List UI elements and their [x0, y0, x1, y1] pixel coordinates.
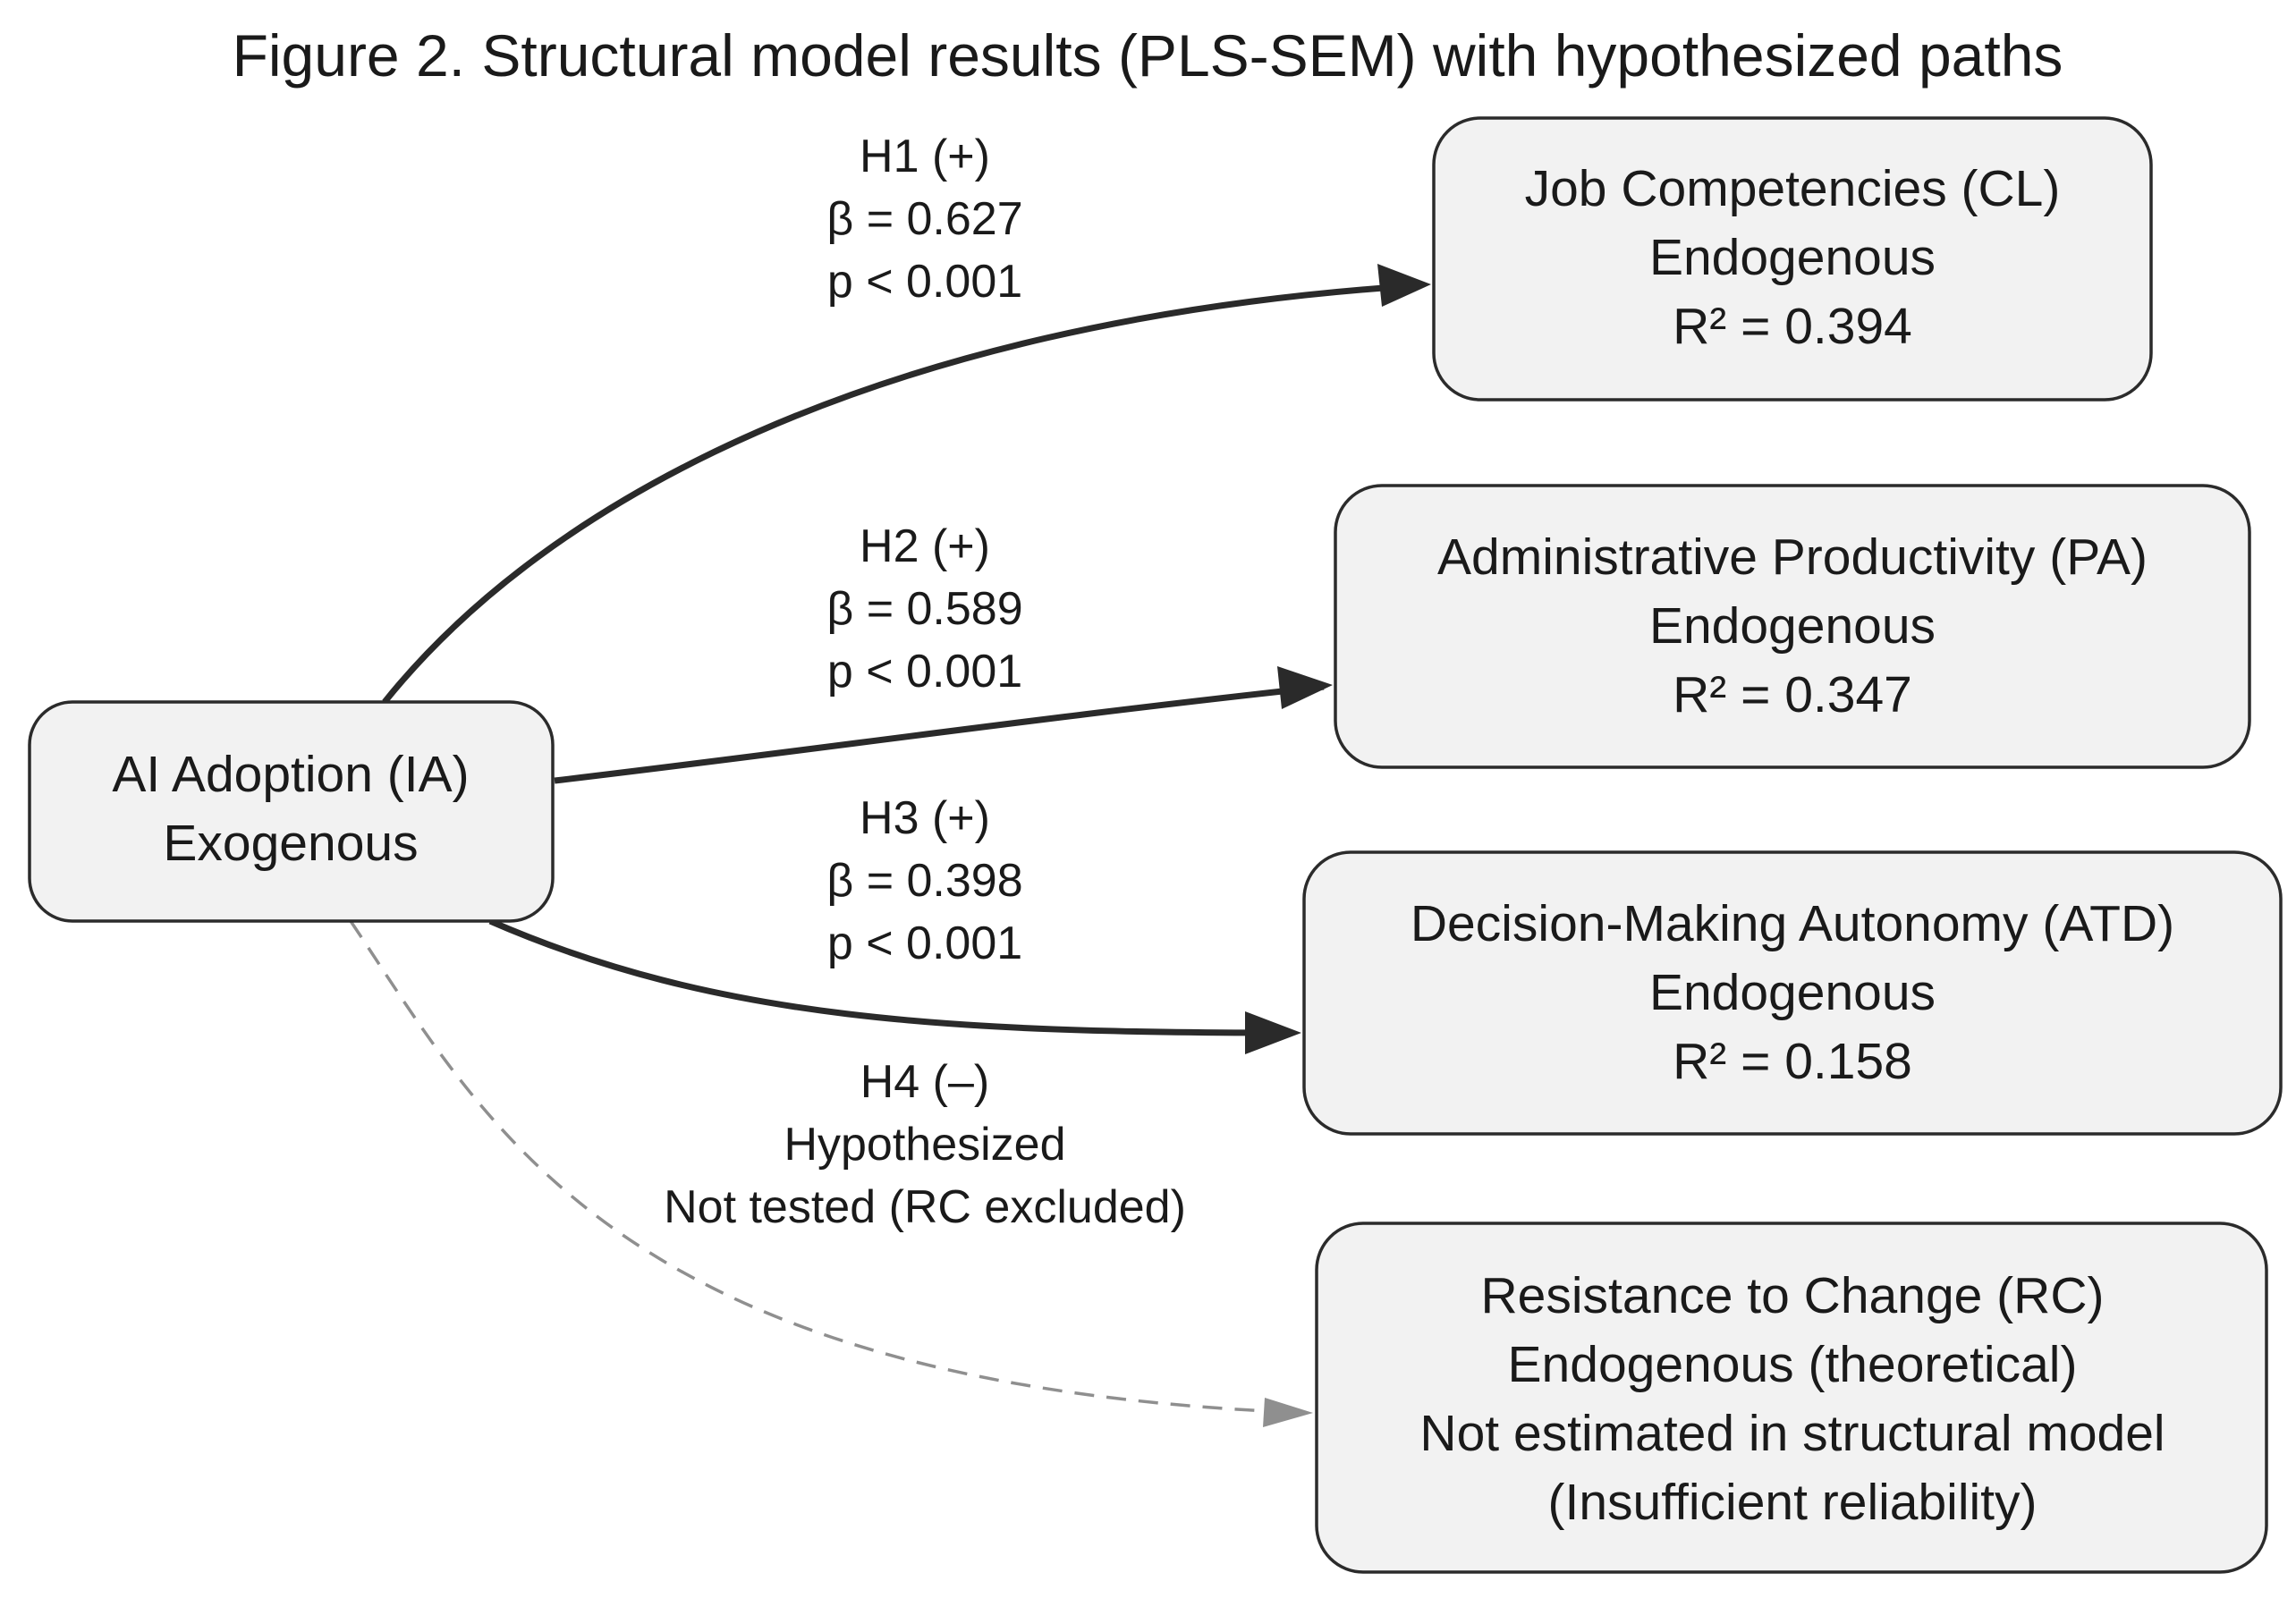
edge-label-h1-line-1: H1 (+)	[860, 131, 990, 182]
node-resistance-to-change-line-4: (Insufficient reliability)	[1548, 1474, 2038, 1531]
edge-label-h3-line-2: β = 0.398	[826, 855, 1022, 907]
node-job-competencies-line-2: Endogenous	[1649, 229, 1936, 286]
node-ai-adoption-box	[28, 700, 555, 923]
node-decision-making-autonomy-line-1: Decision-Making Autonomy (ATD)	[1411, 895, 2174, 952]
arrowhead-h4	[1263, 1398, 1313, 1427]
node-administrative-productivity-line-3: R² = 0.347	[1673, 666, 1912, 723]
node-ai-adoption-line-1: AI Adoption (IA)	[112, 746, 469, 803]
edge-label-h2: H2 (+) β = 0.589 p < 0.001	[826, 520, 1022, 698]
arrowhead-h2	[1277, 666, 1333, 709]
node-job-competencies-line-1: Job Competencies (CL)	[1525, 160, 2061, 217]
edge-label-h4-line-2: Hypothesized	[784, 1119, 1065, 1171]
node-resistance-to-change-box	[1315, 1222, 2268, 1574]
edge-label-h1-line-3: p < 0.001	[827, 256, 1022, 308]
edge-h3-ia-to-atd	[488, 917, 1293, 1036]
edge-label-h1-line-2: β = 0.627	[826, 193, 1022, 245]
edge-h1-ia-to-cl	[382, 283, 1410, 705]
edge-label-h3: H3 (+) β = 0.398 p < 0.001	[826, 792, 1022, 969]
node-resistance-to-change-line-1: Resistance to Change (RC)	[1481, 1267, 2105, 1324]
node-ai-adoption-line-2: Exogenous	[163, 815, 418, 872]
edge-h2-ia-to-pa	[554, 683, 1325, 784]
arrowhead-h3	[1245, 1011, 1301, 1054]
edge-label-h3-line-3: p < 0.001	[827, 917, 1022, 969]
node-job-competencies: Job Competencies (CL) Endogenous R² = 0.…	[1432, 116, 2153, 402]
figure-title: Figure 2. Structural model results (PLS-…	[233, 22, 2063, 89]
node-decision-making-autonomy: Decision-Making Autonomy (ATD) Endogenou…	[1302, 850, 2283, 1136]
edge-label-h2-line-1: H2 (+)	[860, 520, 990, 572]
node-administrative-productivity-line-1: Administrative Productivity (PA)	[1437, 528, 2148, 586]
node-administrative-productivity: Administrative Productivity (PA) Endogen…	[1334, 484, 2251, 769]
edge-label-h4: H4 (–) Hypothesized Not tested (RC exclu…	[664, 1056, 1186, 1233]
node-administrative-productivity-box	[1334, 484, 2251, 769]
edge-label-h1: H1 (+) β = 0.627 p < 0.001	[826, 131, 1022, 308]
edge-label-h4-line-3: Not tested (RC excluded)	[664, 1181, 1186, 1233]
edge-h4-ia-to-rc	[349, 920, 1269, 1413]
arrowhead-h1	[1377, 264, 1431, 307]
edge-label-h2-line-3: p < 0.001	[827, 646, 1022, 698]
node-resistance-to-change-line-3: Not estimated in structural model	[1419, 1405, 2165, 1462]
edge-label-h4-line-1: H4 (–)	[860, 1056, 989, 1108]
node-decision-making-autonomy-box	[1302, 850, 2283, 1136]
node-resistance-to-change-line-2: Endogenous (theoretical)	[1508, 1336, 2078, 1393]
node-decision-making-autonomy-line-2: Endogenous	[1649, 964, 1936, 1021]
node-ai-adoption: AI Adoption (IA) Exogenous	[28, 700, 555, 923]
edge-label-h3-line-1: H3 (+)	[860, 792, 990, 844]
node-job-competencies-line-3: R² = 0.394	[1673, 298, 1912, 355]
node-administrative-productivity-line-2: Endogenous	[1649, 597, 1936, 655]
edge-label-h2-line-2: β = 0.589	[826, 583, 1022, 635]
node-decision-making-autonomy-line-3: R² = 0.158	[1673, 1033, 1912, 1090]
node-resistance-to-change: Resistance to Change (RC) Endogenous (th…	[1315, 1222, 2268, 1574]
node-job-competencies-box	[1432, 116, 2153, 402]
